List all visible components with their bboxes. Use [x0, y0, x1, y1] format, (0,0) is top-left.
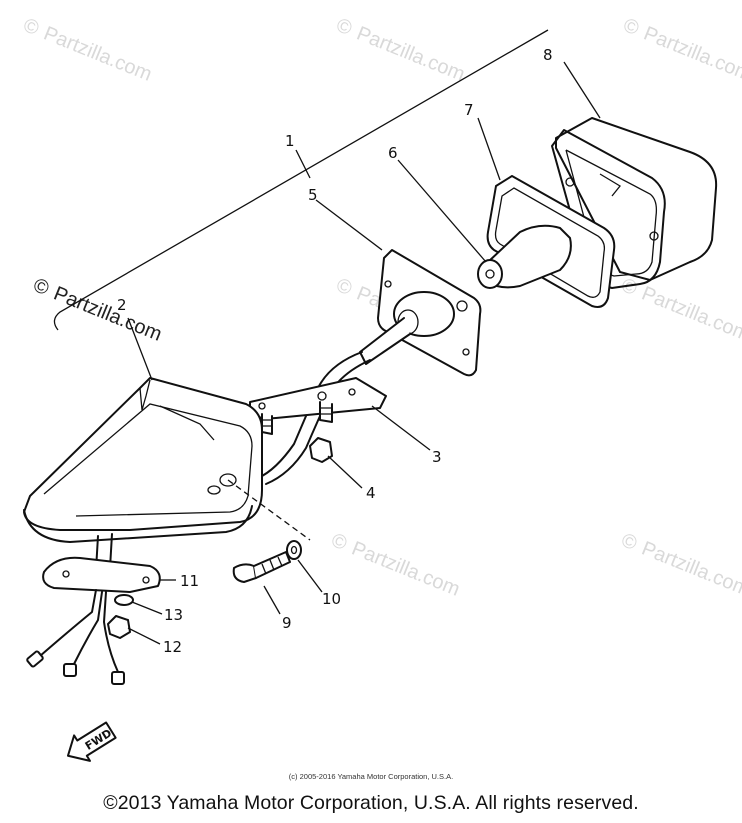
callout-7: 7	[464, 101, 474, 119]
watermark: ©Partzilla.com	[620, 14, 742, 86]
watermark-dark: © Partzilla.com	[30, 274, 165, 346]
svg-text:Partzilla.com: Partzilla.com	[641, 22, 742, 85]
svg-text:©: ©	[333, 274, 355, 300]
watermark: ©Partzilla.com	[20, 14, 155, 86]
callout-9: 9	[282, 614, 292, 632]
part-4-nut	[309, 437, 333, 463]
fwd-arrow-icon: FWD	[66, 721, 117, 762]
copyright-notice: ©2013 Yamaha Motor Corporation, U.S.A. A…	[103, 792, 639, 814]
svg-text:Partzilla.com: Partzilla.com	[51, 282, 165, 345]
callout-labels: 1 2 3 4 5 6 7 8 9 10 11 12 13	[117, 46, 553, 656]
assembly-bracket-line	[53, 29, 549, 331]
leader-lines	[127, 61, 601, 645]
svg-text:©: ©	[30, 274, 52, 300]
svg-text:©: ©	[618, 529, 640, 555]
svg-text:©: ©	[328, 529, 350, 555]
callout-6: 6	[388, 144, 398, 162]
part-11-plate	[42, 533, 161, 593]
svg-text:Partzilla.com: Partzilla.com	[639, 282, 742, 345]
svg-text:Partzilla.com: Partzilla.com	[354, 22, 468, 85]
svg-text:Partzilla.com: Partzilla.com	[349, 537, 463, 600]
callout-3: 3	[432, 448, 442, 466]
callout-11: 11	[180, 572, 199, 590]
part-2-case	[23, 377, 263, 543]
callout-5: 5	[308, 186, 318, 204]
watermark: ©Partzilla.com	[618, 529, 742, 601]
part-6-bulb	[477, 224, 572, 289]
svg-text:©: ©	[20, 14, 42, 40]
svg-text:©: ©	[333, 14, 355, 40]
small-copyright: (c) 2005-2016 Yamaha Motor Corporation, …	[288, 772, 454, 781]
callout-10: 10	[322, 590, 341, 608]
callout-13: 13	[164, 606, 183, 624]
part-10-washer	[286, 540, 302, 560]
callout-2: 2	[117, 296, 127, 314]
callout-1: 1	[285, 132, 295, 150]
svg-text:Partzilla.com: Partzilla.com	[639, 537, 742, 600]
svg-text:©: ©	[620, 14, 642, 40]
part-9-bolt	[232, 551, 291, 583]
lead-wires	[26, 589, 125, 685]
part-13-washer	[114, 594, 134, 606]
watermark: ©Partzilla.com	[333, 14, 468, 86]
bolt-axis-line	[227, 479, 311, 541]
callout-8: 8	[543, 46, 553, 64]
watermark: ©Partzilla.com	[328, 529, 463, 601]
part-8-lens	[551, 117, 718, 289]
wire-harness-inner	[265, 359, 371, 485]
part-5-base-plate	[359, 249, 482, 377]
callout-12: 12	[163, 638, 182, 656]
svg-text:Partzilla.com: Partzilla.com	[41, 22, 155, 85]
part-3-stay	[249, 377, 387, 435]
callout-4: 4	[366, 484, 376, 502]
part-12-nut	[107, 615, 131, 639]
